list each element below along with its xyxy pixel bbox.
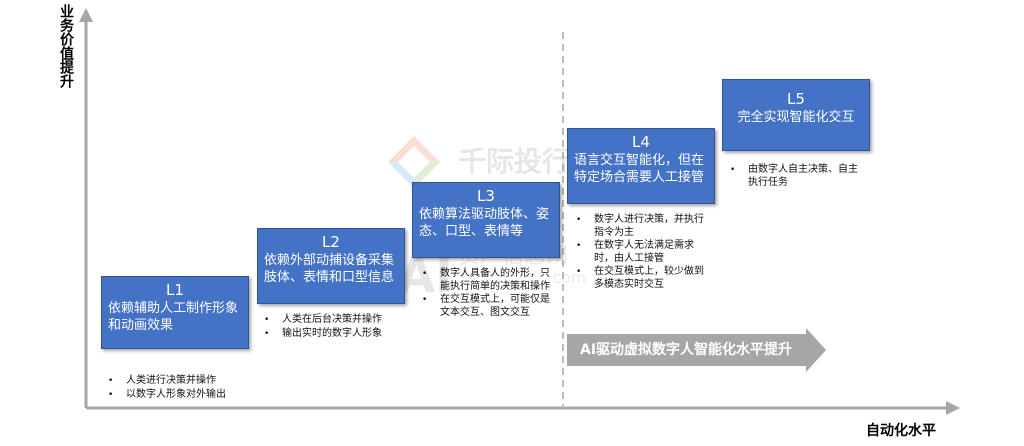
note-item: 数字人进行决策，并执行指令为主: [574, 214, 712, 239]
level-box-l5: L5 完全实现智能化交互: [722, 79, 870, 151]
level-notes-l2: 人类在后台决策并操作 输出实时的数字人形象: [262, 314, 422, 341]
note-item: 以数字人形象对外输出: [106, 389, 266, 402]
level-description: 完全实现智能化交互: [737, 110, 855, 125]
y-axis-arrowhead: [79, 8, 93, 22]
level-description: 依赖辅助人工制作形象和动画效果: [108, 301, 239, 333]
note-item: 输出实时的数字人形象: [262, 328, 422, 341]
note-item: 在交互模式上，较少做到多模态实时交互: [574, 266, 712, 291]
note-item: 数字人具备人的外形，只能执行简单的决策和操作: [420, 268, 558, 293]
note-item: 人类进行决策并操作: [106, 375, 266, 388]
note-item: 人类在后台决策并操作: [262, 314, 422, 327]
trend-arrow-shape: [567, 328, 826, 372]
y-axis-label: 业务价值提升: [58, 4, 74, 88]
watermark-logo-icon: [388, 136, 440, 188]
trend-arrow-label: AI驱动虚拟数字人智能化水平提升: [580, 342, 793, 358]
level-box-l1: L1 依赖辅助人工制作形象和动画效果: [101, 276, 249, 349]
level-notes-l4: 数字人进行决策，并执行指令为主 在数字人无法满足需求时，由人工接管 在交互模式上…: [574, 214, 712, 292]
watermark-text: 千际投行: [458, 145, 571, 178]
level-description: 语言交互智能化，但在特定场合需要人工接管: [574, 153, 705, 185]
level-box-l2: L2 依赖外部动捕设备采集肢体、表情和口型信息: [257, 228, 405, 304]
x-axis-label: 自动化水平: [866, 423, 936, 439]
level-description: 依赖算法驱动肢体、姿态、口型、表情等: [419, 207, 550, 239]
level-notes-l5: 由数字人自主决策、自主执行任务: [728, 164, 866, 190]
level-description: 依赖外部动捕设备采集肢体、表情和口型信息: [264, 253, 395, 285]
level-code: L5: [787, 90, 805, 108]
note-item: 在数字人无法满足需求时，由人工接管: [574, 240, 712, 265]
level-box-l3: L3 依赖算法驱动肢体、姿态、口型、表情等: [412, 182, 560, 258]
note-item: 由数字人自主决策、自主执行任务: [728, 164, 866, 189]
level-notes-l1: 人类进行决策并操作 以数字人形象对外输出: [106, 375, 266, 402]
level-box-l4: L4 语言交互智能化，但在特定场合需要人工接管: [567, 128, 715, 204]
level-code: L2: [322, 233, 340, 251]
level-code: L4: [632, 133, 650, 151]
level-code: L3: [477, 187, 495, 205]
level-code: L1: [166, 281, 184, 299]
x-axis-arrowhead: [946, 401, 960, 415]
level-notes-l3: 数字人具备人的外形，只能执行简单的决策和操作 在交互模式上，可能仅是文本交互、图…: [420, 268, 558, 320]
note-item: 在交互模式上，可能仅是文本交互、图文交互: [420, 294, 558, 319]
